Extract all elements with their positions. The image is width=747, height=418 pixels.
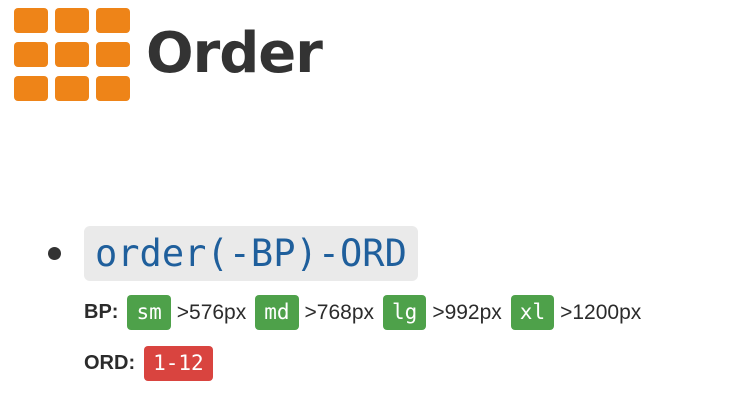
breakpoint-badge-md: md [255, 295, 299, 330]
bullet-point [48, 247, 61, 260]
breakpoint-label: BP: [84, 301, 119, 323]
logo-cell [96, 76, 130, 101]
breakpoint-badge-lg: lg [383, 295, 427, 330]
order-label: ORD: [84, 352, 136, 374]
grid-logo-icon [14, 8, 130, 102]
breakpoint-value-sm: >576px [176, 300, 247, 324]
breakpoint-badge-xl: xl [510, 295, 555, 330]
logo-cell [14, 8, 48, 33]
logo-cell [14, 76, 48, 101]
breakpoint-value-md: >768px [304, 300, 375, 324]
logo-cell [55, 76, 89, 101]
page-title: Order [146, 21, 323, 86]
breakpoint-value-lg: >992px [432, 300, 502, 324]
breakpoint-badge-sm: sm [127, 295, 171, 330]
breakpoint-value-xl: >1200px [560, 300, 642, 324]
logo-cell [96, 42, 130, 67]
logo-cell [14, 42, 48, 67]
order-range-badge: 1-12 [144, 346, 213, 381]
logo-cell [96, 8, 130, 33]
class-syntax-code: order(-BP)-ORD [84, 226, 418, 281]
order-row: ORD: 1-12 [84, 345, 213, 382]
logo-cell [55, 8, 89, 33]
logo-cell [55, 42, 89, 67]
breakpoint-row: BP: sm >576px md >768px lg >992px xl >12… [84, 294, 650, 331]
